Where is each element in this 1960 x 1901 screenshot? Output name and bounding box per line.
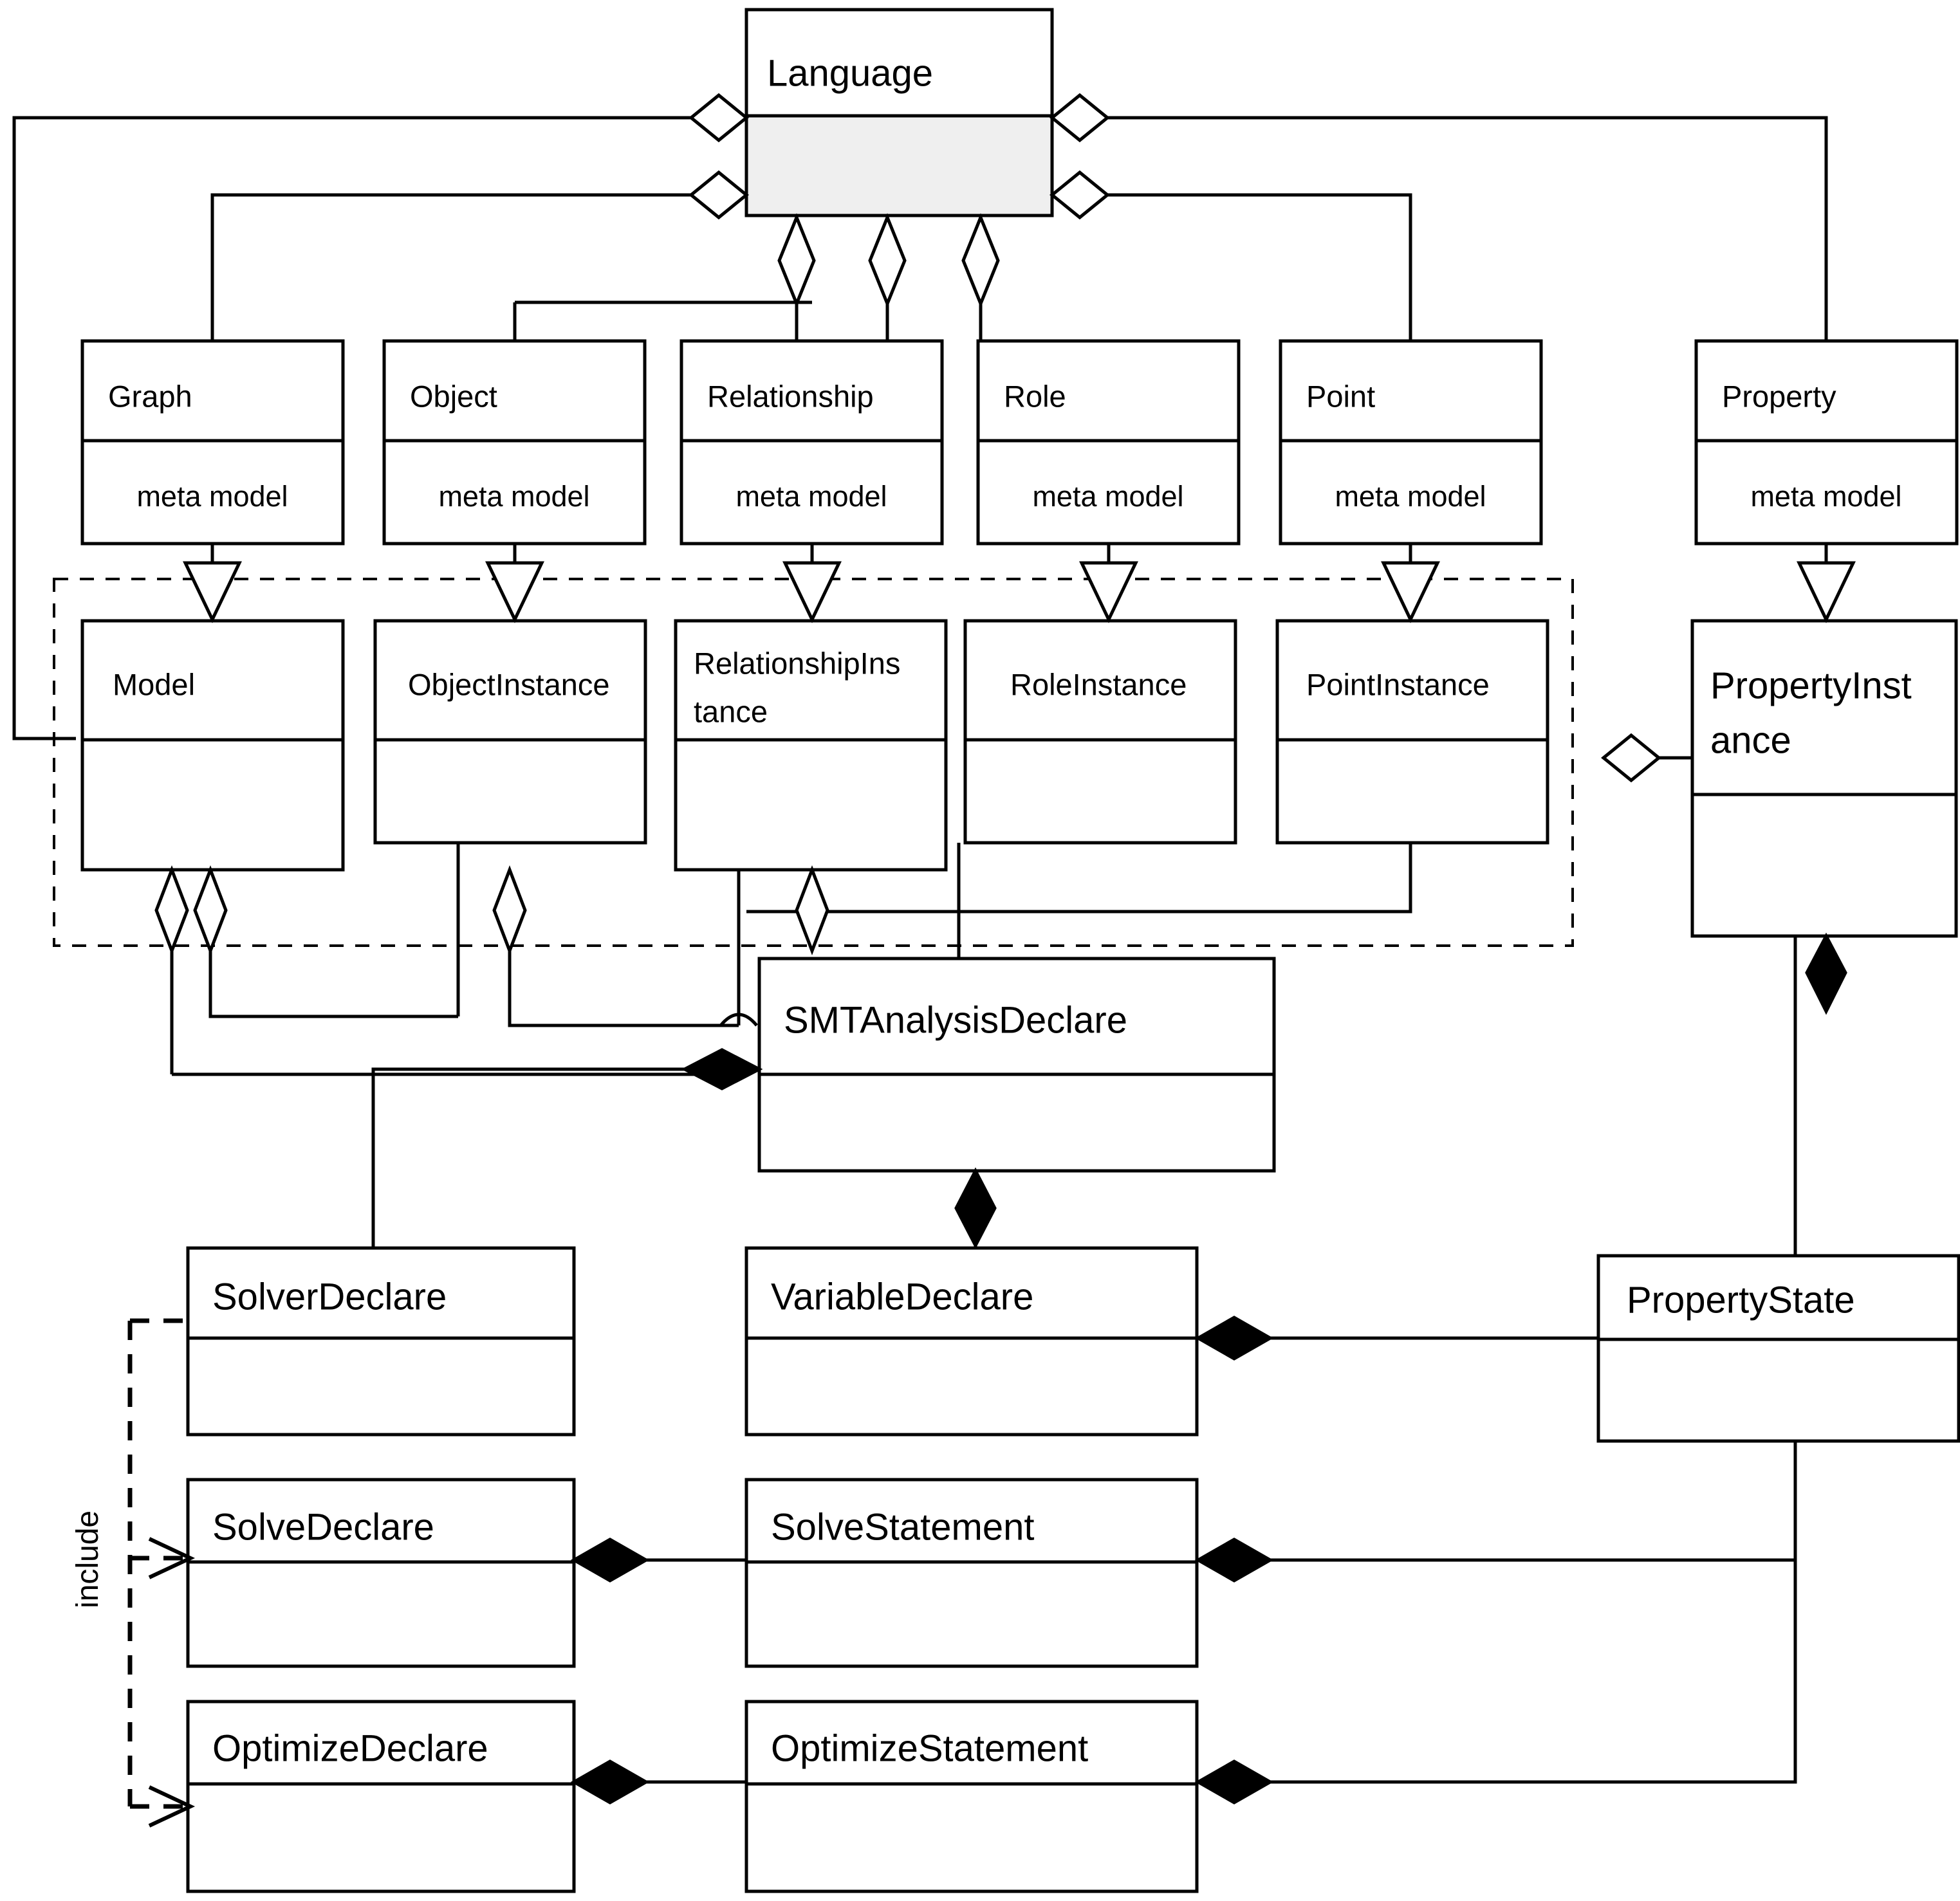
aggregation-diamond-model-b <box>193 865 228 956</box>
class-language-title: Language <box>767 52 933 94</box>
edge-model-self-b <box>208 870 458 1018</box>
class-object-attrs: meta model <box>438 480 589 513</box>
class-solve-declare[interactable]: SolveDeclare <box>186 1478 576 1668</box>
aggregation-diamond-language-bottom-2 <box>868 213 907 308</box>
class-point-title: Point <box>1306 379 1375 413</box>
edge-propertystate-solvestatement <box>1242 1441 1797 1562</box>
class-relationship-title: Relationship <box>707 379 874 413</box>
generalization-triangle-pointinstance <box>1381 561 1440 623</box>
class-point[interactable]: Point meta model <box>1279 339 1543 546</box>
composition-diamond-solvestatement <box>1194 1538 1274 1583</box>
edge-relationshipinstance-down <box>508 870 739 1027</box>
class-solve-statement[interactable]: SolveStatement <box>744 1478 1199 1668</box>
class-relationship-instance-title-line2: tance <box>694 694 768 728</box>
generalization-triangle-model <box>183 561 242 623</box>
class-smt-analysis-declare[interactable]: SMTAnalysisDeclare <box>757 957 1276 1173</box>
class-optimize-statement[interactable]: OptimizeStatement <box>744 1700 1199 1893</box>
class-role-instance[interactable]: RoleInstance <box>963 619 1237 845</box>
aggregation-diamond-language-right-bottom <box>1049 170 1110 220</box>
dependency-arrowhead-solvedeclare <box>148 1537 196 1579</box>
class-model[interactable]: Model <box>80 619 345 872</box>
class-role[interactable]: Role meta model <box>976 339 1241 546</box>
class-graph[interactable]: Graph meta model <box>80 339 345 546</box>
class-optimize-declare[interactable]: OptimizeDeclare <box>186 1700 576 1893</box>
class-graph-attrs: meta model <box>136 480 288 513</box>
class-optimize-declare-title: OptimizeDeclare <box>212 1727 488 1769</box>
class-object-instance-title: ObjectInstance <box>408 667 610 701</box>
class-object[interactable]: Object meta model <box>382 339 647 546</box>
aggregation-diamond-language-left-bottom <box>689 170 749 220</box>
composition-diamond-propertyinstance <box>1805 932 1847 1015</box>
generalization-triangle-propertyinstance <box>1797 561 1856 623</box>
class-property-state-title: PropertyState <box>1627 1279 1855 1321</box>
class-property-attrs: meta model <box>1750 480 1901 513</box>
class-property-instance[interactable]: PropertyInst ance <box>1690 619 1958 938</box>
class-solver-declare[interactable]: SolverDeclare <box>186 1246 576 1437</box>
edge-label-include: include <box>71 1511 105 1608</box>
edge-propertystate-optimizestatement <box>1242 1560 1797 1784</box>
class-role-attrs: meta model <box>1032 480 1183 513</box>
class-point-instance[interactable]: PointInstance <box>1275 619 1549 845</box>
class-language[interactable]: Language <box>744 8 1054 217</box>
edge-relationshipinstance-hop <box>719 1013 758 1027</box>
aggregation-diamond-language-bottom-1 <box>777 213 816 308</box>
class-model-title: Model <box>113 667 195 701</box>
edge-language-property <box>1051 116 1828 341</box>
edge-smt-solverdeclare <box>371 1067 759 1248</box>
class-property[interactable]: Property meta model <box>1694 339 1959 546</box>
class-variable-declare[interactable]: VariableDeclare <box>744 1246 1199 1437</box>
class-property-title: Property <box>1722 379 1836 413</box>
composition-diamond-smt-variabledeclare <box>954 1167 997 1249</box>
edge-language-point-right <box>1051 193 1412 341</box>
composition-diamond-optimizestatement <box>1194 1759 1274 1805</box>
class-graph-title: Graph <box>108 379 192 413</box>
edge-pointinstance-right <box>746 843 1412 914</box>
class-property-state[interactable]: PropertyState <box>1596 1254 1960 1443</box>
class-object-instance[interactable]: ObjectInstance <box>373 619 647 845</box>
generalization-triangle-objectinstance <box>485 561 544 623</box>
class-smt-analysis-declare-title: SMTAnalysisDeclare <box>784 999 1127 1041</box>
class-relationship-instance[interactable]: RelationshipIns tance <box>674 619 948 872</box>
class-solver-declare-title: SolverDeclare <box>212 1276 447 1318</box>
aggregation-diamond-language-bottom-3 <box>961 213 1000 308</box>
class-solve-statement-title: SolveStatement <box>771 1506 1034 1548</box>
aggregation-diamond-roleinstance-bottom <box>795 865 829 956</box>
generalization-triangle-roleinstance <box>1079 561 1138 623</box>
class-point-attrs: meta model <box>1335 480 1486 513</box>
class-relationship-instance-title-line1: RelationshipIns <box>694 646 900 680</box>
class-optimize-statement-title: OptimizeStatement <box>771 1727 1088 1769</box>
aggregation-diamond-propertyinstance <box>1601 733 1661 783</box>
edge-language-graph <box>210 193 746 341</box>
composition-diamond-variabledeclare <box>1194 1316 1274 1361</box>
composition-diamond-optimizedeclare <box>570 1759 650 1805</box>
generalization-triangle-relationshipinstance <box>782 561 842 623</box>
class-role-title: Role <box>1004 379 1066 413</box>
composition-diamond-solvedeclare <box>570 1538 650 1583</box>
class-object-title: Object <box>410 379 497 413</box>
edge-language-model <box>12 116 746 740</box>
aggregation-diamond-language-right-top <box>1049 93 1110 143</box>
aggregation-diamond-language-left-top <box>689 93 749 143</box>
class-solve-declare-title: SolveDeclare <box>212 1506 434 1548</box>
class-property-instance-title-line2: ance <box>1710 719 1791 761</box>
class-role-instance-title: RoleInstance <box>1010 667 1187 701</box>
class-point-instance-title: PointInstance <box>1306 667 1490 701</box>
class-relationship[interactable]: Relationship meta model <box>680 339 944 546</box>
class-property-instance-title-line1: PropertyInst <box>1710 665 1912 706</box>
composition-diamond-smt-solverdeclare <box>681 1048 763 1090</box>
class-variable-declare-title: VariableDeclare <box>771 1276 1033 1318</box>
dependency-arrowhead-optimizedeclare <box>148 1785 196 1828</box>
aggregation-diamond-relationshipinstance-bottom <box>492 865 527 956</box>
aggregation-diamond-model-a <box>154 865 189 956</box>
class-relationship-attrs: meta model <box>735 480 887 513</box>
